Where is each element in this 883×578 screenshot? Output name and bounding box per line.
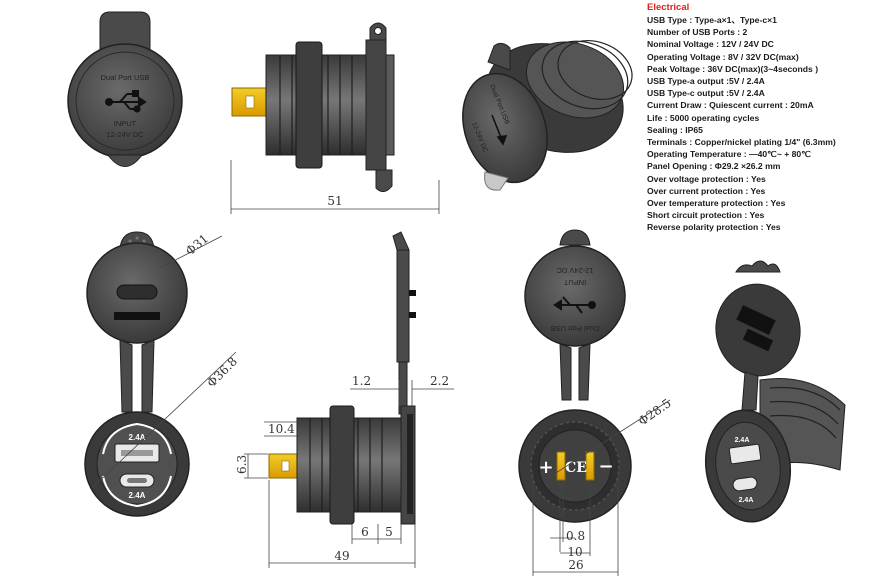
dim-tab-thickness: 0.8	[566, 529, 585, 543]
dim-body-width: 26	[568, 558, 583, 572]
spec-row: USB Type : Type-a×1、Type-c×1	[647, 15, 777, 25]
spec-row: Reverse polarity protection : Yes	[647, 222, 781, 233]
dim-d5: 5	[385, 525, 393, 539]
ce-mark: CE	[565, 460, 587, 476]
rear-view: 12-24V DC INPUT Dual Port USB + − CE Φ28…	[518, 229, 674, 576]
dim-flange-thickness: 2.2	[430, 374, 449, 388]
iso-port-c-label: 2.4A	[739, 497, 754, 504]
side-profile	[392, 231, 416, 415]
spec-row: Peak Voltage : 36V DC(max)(3~4seconds )	[647, 63, 819, 74]
spec-row: Short circuit protection : Yes	[647, 210, 765, 221]
rear-voltage-label: 12-24V DC	[556, 266, 594, 275]
usb-icon	[105, 90, 147, 113]
dim-tab-width: 6.3	[235, 455, 249, 474]
dim-tab-spacing: 10	[567, 545, 582, 559]
dim-thread-diameter: Φ28.5	[636, 396, 674, 428]
iso-port-a-label: 2.4A	[735, 437, 750, 444]
spec-row: Operating Voltage : 8V / 32V DC(max)	[647, 51, 799, 62]
iso-view-cap: Dual Port USB 12-24V DC	[462, 40, 633, 191]
spec-row: USB Type-a output :5V / 2.4A	[647, 76, 765, 87]
spec-row: Terminals : Copper/nickel plating 1/4" (…	[647, 137, 836, 148]
cap-input-label: INPUT	[114, 119, 137, 128]
dim-tab-offset: 10.4	[268, 422, 295, 436]
terminal-minus: −	[598, 456, 613, 477]
spec-row: Current Draw : Quiescent current : 20mA	[647, 100, 814, 111]
spec-row: Nominal Voltage : 12V / 24V DC	[647, 39, 774, 50]
side-view-bottom: 10.4 6.3 1.2 2.2 6 5 49	[235, 374, 454, 568]
spec-row: Life : 5000 operating cycles	[647, 112, 760, 123]
rear-usb-icon	[553, 296, 596, 314]
spec-row: Number of USB Ports : 2	[647, 27, 748, 38]
cap-brand-label: Dual Port USB	[101, 73, 150, 82]
dim-top-length: 51	[327, 194, 342, 208]
spec-row: Over voltage protection : Yes	[647, 173, 766, 184]
spec-row: Panel Opening : Φ29.2 ×26.2 mm	[647, 161, 781, 172]
port-a-label: 2.4A	[129, 433, 146, 442]
cap-front-view: Dual Port USB INPUT 12-24V DC	[67, 11, 183, 167]
dim-flange-diameter: Φ36.8	[204, 354, 240, 390]
front-view-open: 2.4A 2.4A Φ31 Φ36.8	[84, 231, 240, 517]
cap-voltage-label: 12-24V DC	[106, 130, 144, 139]
specs-title: Electrical	[647, 2, 690, 13]
spec-row: Operating Temperature : —40℃~ + 80℃	[647, 149, 811, 160]
spec-row: Over current protection : Yes	[647, 185, 766, 196]
dim-panel-gap: 1.2	[352, 374, 371, 388]
port-c-label: 2.4A	[129, 491, 146, 500]
specs-list: USB Type : Type-a×1、Type-c×1 Number of U…	[647, 14, 883, 234]
dim-bottom-length: 49	[334, 549, 349, 563]
electrical-specs-panel: Electrical USB Type : Type-a×1、Type-c×1 …	[647, 2, 883, 234]
rear-input-label: INPUT	[563, 278, 586, 287]
terminal-plus: +	[538, 457, 553, 478]
spec-row: Over temperature protection : Yes	[647, 198, 786, 209]
iso-view-open: 2.4A 2.4A	[704, 260, 846, 523]
dim-d6: 6	[361, 525, 369, 539]
side-view-top: 51	[230, 22, 440, 214]
spec-row: Sealing : IP65	[647, 124, 703, 135]
rear-brand-label: Dual Port USB	[551, 324, 600, 333]
iso-usb-icon	[491, 114, 508, 146]
spec-row: USB Type-c output :5V / 2.4A	[647, 88, 765, 99]
